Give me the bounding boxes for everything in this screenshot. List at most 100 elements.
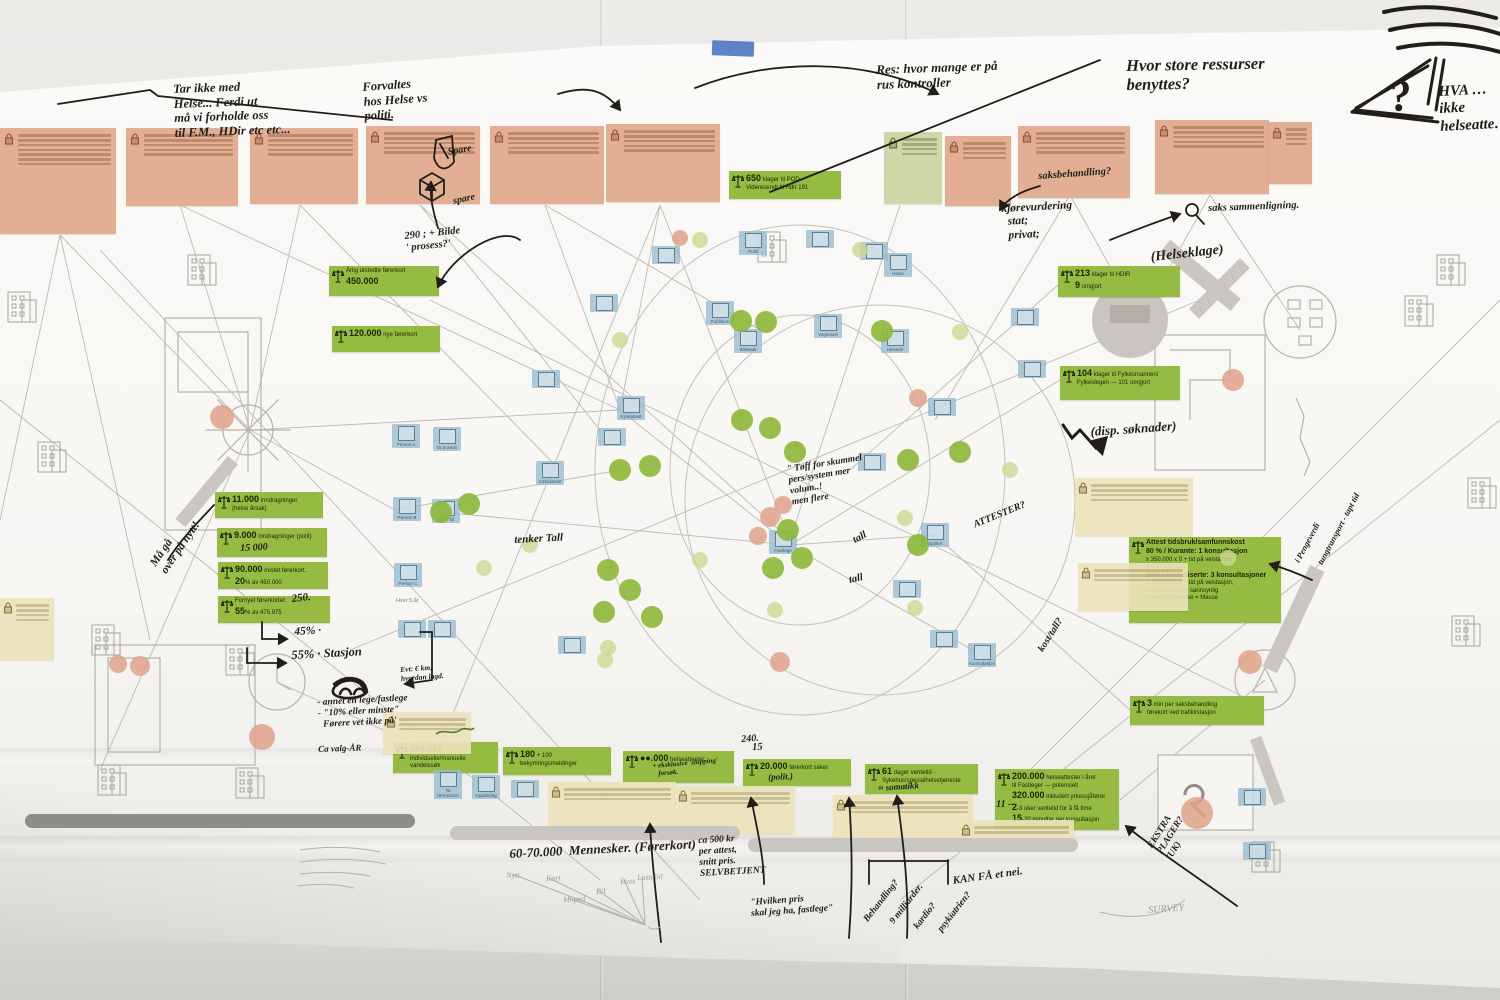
illegible-print-line <box>384 136 475 140</box>
yellow-note-box <box>1075 478 1193 536</box>
illegible-print-line <box>974 830 1069 834</box>
illegible-print-line <box>268 138 353 142</box>
chip <box>1243 842 1271 860</box>
illegible-print-line <box>18 162 111 166</box>
chip <box>1011 308 1039 326</box>
green-dot <box>639 455 661 477</box>
chip <box>558 636 586 654</box>
illegible-print-line <box>902 142 937 146</box>
chip-label: Helsedir <box>886 347 904 352</box>
illegible-print-line <box>691 796 790 800</box>
illegible-print-line <box>399 718 466 721</box>
illegible-print-line <box>144 148 233 152</box>
chip-label: Websøk <box>739 347 757 352</box>
chip <box>590 294 618 312</box>
illegible-print-line <box>18 138 111 142</box>
chip-person-b: Person B <box>393 497 421 522</box>
chip-caption: Hver 5.år <box>396 598 419 604</box>
chip-icon <box>935 632 953 647</box>
illegible-print-line <box>1091 484 1188 487</box>
stat-line: 2-3 uker ventetid for å få time <box>1012 801 1092 812</box>
illegible-print-line <box>144 153 233 156</box>
timeline-bar <box>25 814 415 828</box>
illegible-print-line <box>399 722 466 726</box>
green-dot <box>593 601 615 623</box>
illegible-print-line <box>1091 493 1188 497</box>
handwritten-note-lastebil: Lastebil <box>637 872 664 882</box>
handwritten-note-valgar: Ca valg-ÅR <box>318 742 362 754</box>
chip-ta-f-rerpr-ve: Ta førerprøve <box>434 770 462 800</box>
chip <box>928 398 956 416</box>
illegible-print-line <box>508 146 599 150</box>
green-dot <box>759 417 781 439</box>
chip-label: Opplæring <box>475 793 497 798</box>
stat-line: 450.000 <box>346 275 379 286</box>
chip <box>1238 788 1266 806</box>
salmon-note-box <box>1268 122 1312 184</box>
chip-publikum: Publikum <box>706 301 734 326</box>
chip-icon <box>563 638 581 653</box>
stat-line: (helse årsak) <box>232 505 267 512</box>
chip-icon <box>933 400 951 415</box>
chip-icon <box>739 331 757 346</box>
chip-icon <box>1016 310 1034 325</box>
chip-label: Ambulanse <box>538 479 562 484</box>
stat-line: Årlig utstedte førerkort <box>346 268 406 274</box>
salmon-note-box <box>490 126 604 204</box>
illegible-print-line <box>1091 498 1188 502</box>
salmon-dot <box>1238 650 1262 674</box>
illegible-print-line <box>268 134 353 137</box>
timeline-bar <box>748 838 1078 852</box>
chip-icon <box>433 622 451 637</box>
green-stat-box-mistet: 90.000 mistet førerkort.20% av 450.000 <box>218 562 328 589</box>
handwritten-note-ca500: ca 500 kr per attest, snitt pris. SELVBE… <box>698 834 766 879</box>
green-dot <box>458 493 480 515</box>
handwritten-note-n11: 11 – <box>996 798 1014 810</box>
illegible-print-line <box>1094 578 1183 582</box>
chip-icon <box>439 772 457 787</box>
green-note-box <box>884 132 942 204</box>
illegible-print-line <box>902 152 937 156</box>
chip-icon <box>1243 790 1261 805</box>
salmon-dot <box>249 724 275 750</box>
green-stat-box-ventetid: 61 dager ventetid -Sykehus/spesialhelset… <box>865 764 978 794</box>
stat-line: Fornyet førerkortet: <box>235 598 287 604</box>
stat-line: til Fastleger — potensielt <box>1012 782 1079 789</box>
illegible-print-line <box>1036 136 1125 140</box>
stat-line: førekort ved trafikkstasjon <box>1147 709 1216 716</box>
chip-icon <box>403 622 421 637</box>
salmon-note-box <box>1155 120 1269 194</box>
green-dot <box>949 441 971 463</box>
illegible-print-line <box>1094 573 1183 577</box>
illegible-print-line <box>624 139 715 143</box>
green-stat-box-inndr_polit: 9.000 inndragninger (polit) <box>217 528 327 557</box>
illegible-print-line <box>16 618 49 622</box>
chip-icon <box>898 582 916 597</box>
illegible-print-line <box>974 826 1069 829</box>
green-dot <box>907 534 929 556</box>
chip <box>1018 360 1046 378</box>
chip-icon <box>516 782 534 797</box>
stat-line: 20.000 førerkort saker <box>760 761 829 771</box>
green-dot <box>897 449 919 471</box>
chip-webs-k: Websøk <box>734 329 762 354</box>
illegible-print-line <box>849 801 968 804</box>
salmon-dot <box>774 496 792 514</box>
stat-line: Attest tidsbruk/samfunnskost <box>1146 539 1245 546</box>
green-stat-box-fornyet: Fornyet førerkortet:55% av 475.975 <box>218 596 330 623</box>
green-ink-scribble <box>435 727 475 735</box>
pale-green-dot <box>1002 462 1018 478</box>
pale-green-dot <box>952 324 968 340</box>
chip-icon <box>926 525 944 540</box>
illegible-print-line <box>384 141 475 145</box>
illegible-print-line <box>1036 132 1125 135</box>
chip-label: Synsattest <box>620 414 642 419</box>
pale-green-dot <box>522 537 538 553</box>
handwritten-note-moped: Moped <box>563 894 586 904</box>
illegible-print-line <box>564 797 671 801</box>
chip-politi: Politi <box>739 231 767 256</box>
handwritten-note-annet: - annet en lege/fastlege - "10% eller mi… <box>317 693 408 730</box>
green-dot <box>731 409 753 431</box>
illegible-print-line <box>268 153 353 156</box>
